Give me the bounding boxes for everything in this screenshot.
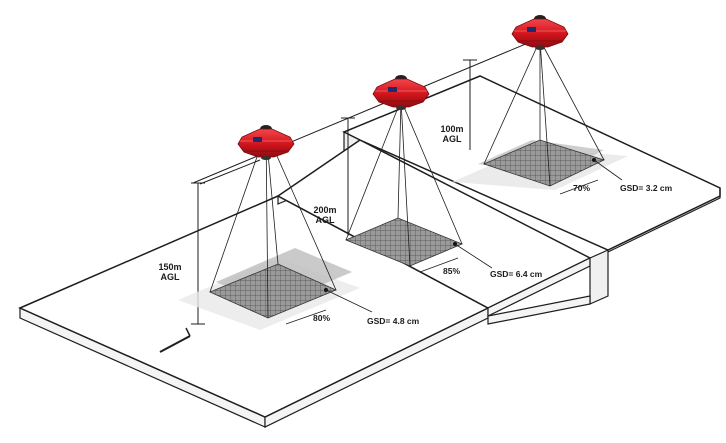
launch-pole-icon — [159, 327, 191, 353]
overlap-label-70: 70% — [573, 183, 591, 193]
drone-150m-icon — [237, 124, 295, 161]
footprint-100m — [452, 39, 628, 195]
gsd-label-6-4: GSD= 6.4 cm — [490, 269, 543, 279]
drone-100m-icon — [511, 14, 569, 51]
overlap-label-85: 85% — [443, 266, 461, 276]
footprint-150m — [178, 130, 373, 330]
footprint-200m — [344, 99, 493, 273]
gsd-label-4-8: GSD= 4.8 cm — [367, 316, 420, 326]
gsd-label-3-2: GSD= 3.2 cm — [620, 183, 673, 193]
flight-guides — [191, 37, 541, 325]
overlap-label-80: 80% — [313, 313, 331, 323]
